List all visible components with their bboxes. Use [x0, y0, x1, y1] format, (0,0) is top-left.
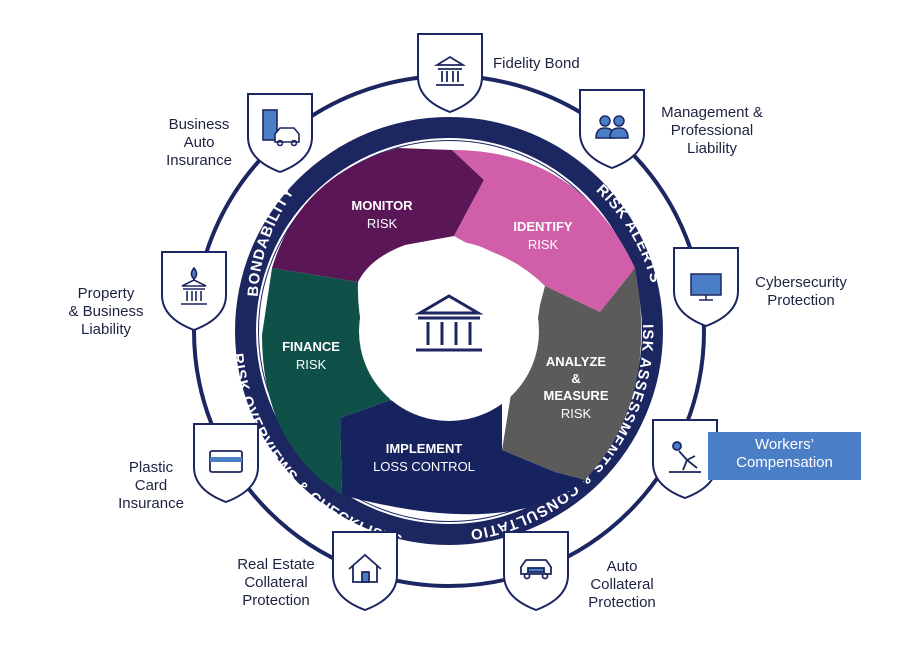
analyze-title-2: &	[571, 371, 580, 386]
analyze-sub: RISK	[561, 406, 592, 421]
label-business-auto: Business Auto Insurance	[166, 116, 232, 169]
finance-sub: RISK	[296, 357, 327, 372]
people-icon	[595, 115, 629, 139]
segment-analyze	[502, 268, 642, 480]
label-management: Management & Professional Liability	[661, 104, 763, 157]
segment-monitor	[272, 148, 484, 282]
car-icon	[520, 559, 552, 580]
analyze-title-1: ANALYZE	[546, 354, 607, 369]
label-fidelity-bond: Fidelity Bond	[493, 55, 580, 72]
finance-title: FINANCE	[282, 339, 340, 354]
badge-auto-collateral	[503, 531, 569, 612]
bank-icon	[414, 294, 484, 352]
badge-property	[161, 251, 227, 332]
badge-cybersecurity	[673, 247, 739, 328]
label-cybersecurity: Cybersecurity Protection	[755, 274, 847, 309]
house-icon	[348, 553, 382, 583]
monitor-icon	[690, 273, 722, 301]
monitor-sub: RISK	[367, 216, 398, 231]
burning-building-icon	[181, 266, 207, 305]
identify-title: IDENTIFY	[513, 219, 573, 234]
identify-sub: RISK	[528, 237, 559, 252]
segment-identify	[452, 150, 635, 312]
monitor-title: MONITOR	[351, 198, 413, 213]
center-circle	[359, 241, 539, 421]
label-plastic-card: Plastic Card Insurance	[118, 459, 184, 512]
credit-card-icon	[209, 450, 243, 473]
segment-implement	[340, 400, 585, 515]
badge-plastic-card	[193, 423, 259, 504]
slip-fall-icon	[669, 441, 701, 473]
badge-management	[579, 89, 645, 170]
building-car-icon	[262, 109, 300, 147]
analyze-title-3: MEASURE	[543, 388, 608, 403]
badge-real-estate	[332, 531, 398, 612]
implement-sub: LOSS CONTROL	[373, 459, 475, 474]
label-workers-comp: Workers’ Compensation	[736, 436, 833, 471]
implement-title: IMPLEMENT	[386, 441, 463, 456]
bank-icon	[433, 55, 467, 86]
label-real-estate: Real Estate Collateral Protection	[237, 556, 315, 609]
badge-business-auto	[247, 93, 313, 174]
workers-comp-highlight	[708, 432, 861, 480]
badge-fidelity-bond	[417, 33, 483, 114]
label-property: Property & Business Liability	[68, 285, 144, 338]
label-auto-collateral: Auto Collateral Protection	[588, 558, 656, 611]
